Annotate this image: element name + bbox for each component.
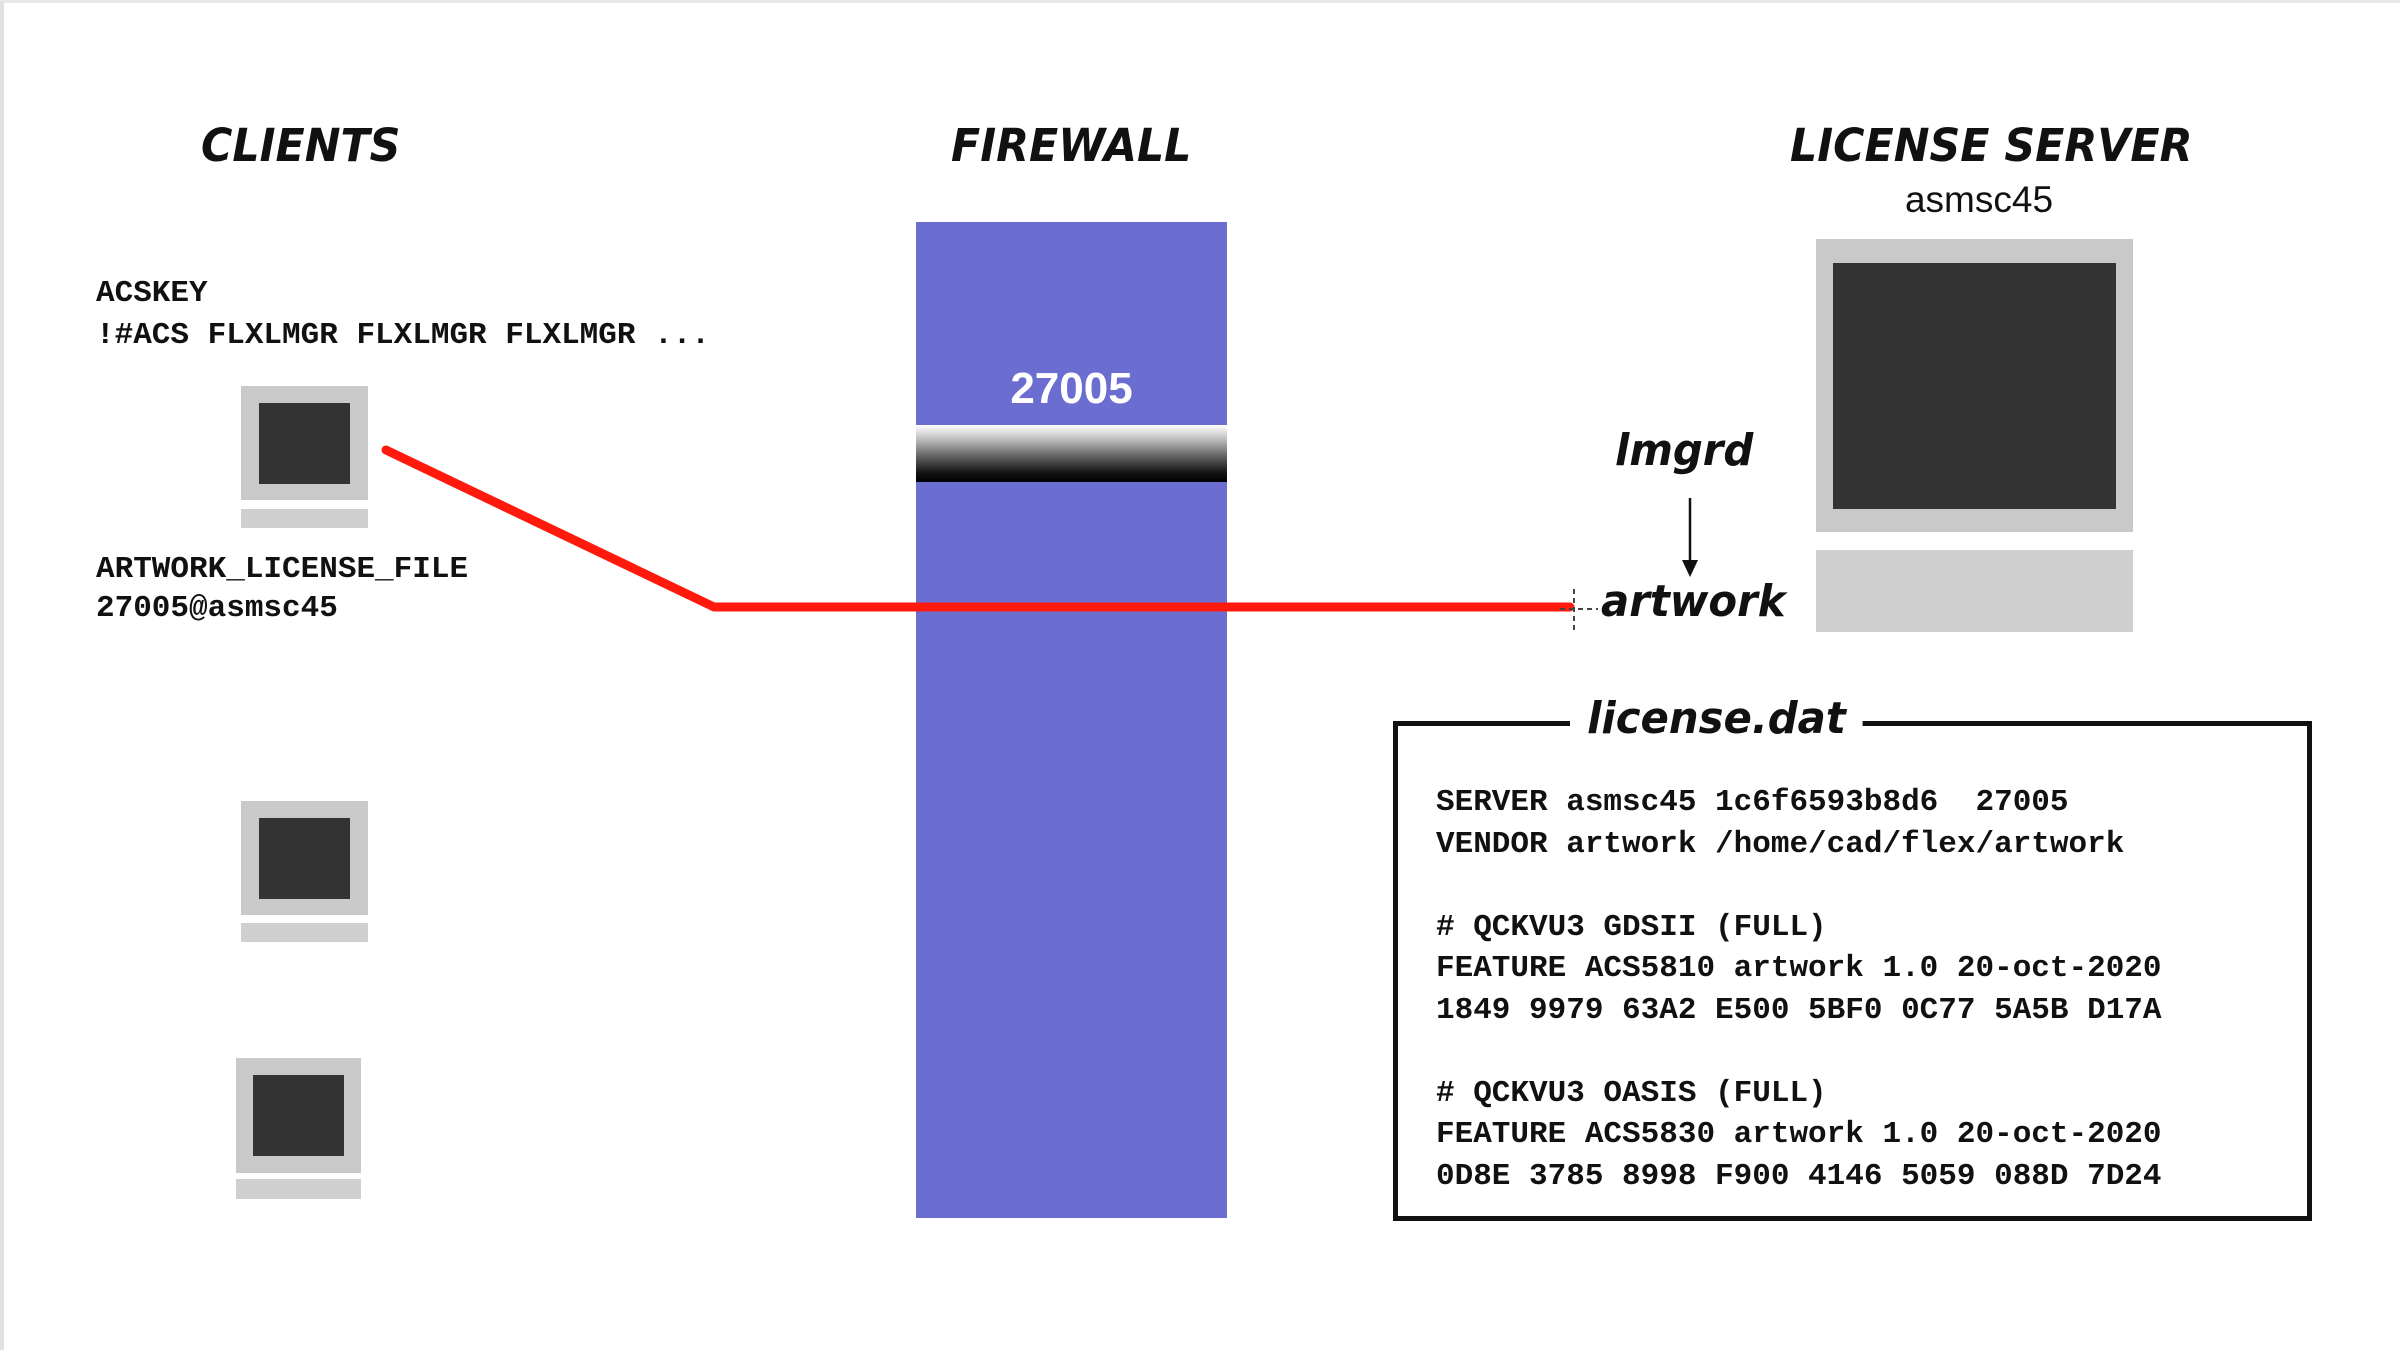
clients-heading: CLIENTS	[201, 119, 401, 172]
license-line: FEATURE ACS5810 artwork 1.0 20-oct-2020	[1436, 951, 2162, 986]
acskey-name: ACSKEY	[96, 276, 208, 311]
lmgrd-label: lmgrd	[1615, 425, 1754, 476]
server-base-icon	[1816, 550, 2133, 632]
license-line: # QCKVU3 GDSII (FULL)	[1436, 909, 1827, 945]
license-line: # QCKVU3 OASIS (FULL)	[1436, 1075, 1827, 1111]
client-keyboard-icon	[241, 509, 368, 528]
client-monitor-icon	[236, 1058, 361, 1173]
firewall-wall: 27005	[916, 222, 1227, 1218]
client-monitor-icon	[241, 386, 368, 500]
server-monitor-icon	[1816, 239, 2133, 532]
license-var-name: ARTWORK_LICENSE_FILE	[96, 552, 469, 587]
license-server-heading: LICENSE SERVER	[1790, 119, 2193, 172]
license-file-contents: SERVER asmsc45 1c6f6593b8d6 27005 VENDOR…	[1436, 782, 2162, 1197]
artwork-daemon-label: artwork	[1601, 576, 1786, 627]
firewall-port-label: 27005	[1010, 364, 1133, 413]
acskey-value: !#ACS FLXLMGR FLXLMGR FLXLMGR ...	[96, 318, 710, 353]
license-line: SERVER asmsc45 1c6f6593b8d6 27005	[1436, 785, 2069, 820]
lmgrd-to-artwork-arrow	[1682, 498, 1698, 577]
firewall-heading: FIREWALL	[951, 119, 1192, 172]
client-server-connection-line	[381, 445, 1575, 612]
license-line: 1849 9979 63A2 E500 5BF0 0C77 5A5B D17A	[1436, 992, 2162, 1028]
license-line	[1436, 865, 2162, 907]
connection-layer	[381, 445, 1698, 633]
license-line: 0D8E 3785 8998 F900 4146 5059 088D 7D24	[1436, 1158, 2162, 1194]
license-line	[1436, 1031, 2162, 1073]
firewall-port-opening	[916, 425, 1227, 482]
server-hostname: asmsc45	[1904, 179, 2054, 220]
license-line: FEATURE ACS5830 artwork 1.0 20-oct-2020	[1436, 1117, 2162, 1152]
client-keyboard-icon	[241, 923, 368, 942]
license-line: VENDOR artwork /home/cad/flex/artwork	[1436, 826, 2125, 862]
license-var-value: 27005@asmsc45	[96, 591, 338, 626]
client-monitor-icon	[241, 801, 368, 915]
license-file-title: license.dat	[1570, 693, 1863, 744]
license-file-box	[1393, 721, 2312, 1221]
client-keyboard-icon	[236, 1179, 361, 1199]
